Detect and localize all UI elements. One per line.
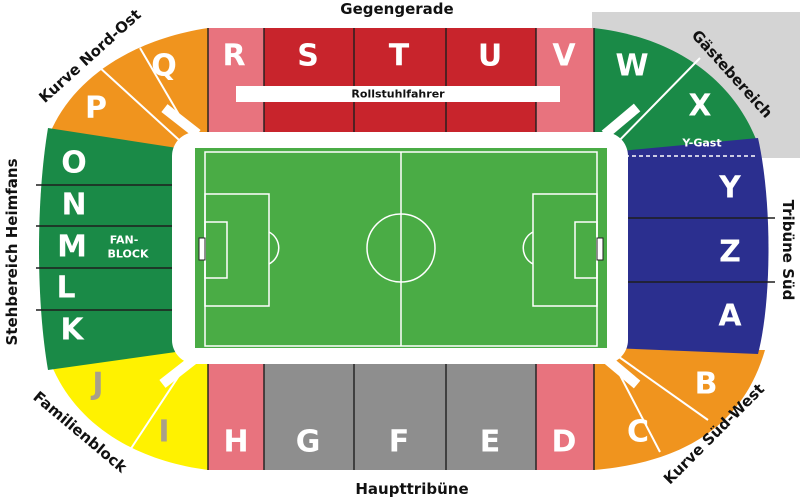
stand-label-left: Stehbereich Heimfans xyxy=(3,158,21,345)
block-bottom-F[interactable] xyxy=(354,360,446,470)
block-top-R[interactable] xyxy=(208,28,264,140)
block-top-T[interactable] xyxy=(354,28,446,140)
block-letter: K xyxy=(60,313,85,348)
block-right-south[interactable] xyxy=(610,138,769,354)
block-letter: Q xyxy=(151,49,177,84)
y-gast-label: Y-Gast xyxy=(681,137,721,150)
block-letter: D xyxy=(552,425,577,460)
stand-label-top: Gegengerade xyxy=(340,0,453,18)
block-letter: H xyxy=(223,425,248,460)
block-bottom-G[interactable] xyxy=(264,360,354,470)
block-letter: T xyxy=(389,39,410,74)
goal-left xyxy=(198,237,206,261)
stand-label-bottom: Haupttribüne xyxy=(355,480,468,498)
block-letter: P xyxy=(85,91,107,126)
block-letter: B xyxy=(695,367,718,402)
block-letter: F xyxy=(389,425,410,460)
wheelchair-bar[interactable] xyxy=(236,86,560,102)
block-top-V[interactable] xyxy=(536,28,594,140)
block-letter: V xyxy=(552,39,576,74)
block-letter: E xyxy=(480,425,501,460)
goal-right xyxy=(596,237,604,261)
block-letter: O xyxy=(61,146,87,181)
block-letter: W xyxy=(615,49,648,84)
block-bottom-H[interactable] xyxy=(208,360,264,470)
block-letter: N xyxy=(61,188,86,223)
block-letter: X xyxy=(688,89,711,124)
block-letter: C xyxy=(627,415,649,450)
block-letter: S xyxy=(297,39,319,74)
block-letter: U xyxy=(478,39,502,74)
block-bottom-D[interactable] xyxy=(536,360,594,470)
block-letter: I xyxy=(158,415,169,450)
block-letter: A xyxy=(718,299,742,334)
block-corner-top-left[interactable] xyxy=(48,28,208,156)
block-letter: R xyxy=(222,39,245,74)
block-corner-bottom-left[interactable] xyxy=(48,340,208,470)
block-top-S[interactable] xyxy=(264,28,354,140)
block-letter: J xyxy=(90,367,103,402)
block-letter: Z xyxy=(719,235,741,270)
block-top-U[interactable] xyxy=(446,28,536,140)
wheelchair-label: Rollstuhlfahrer xyxy=(351,88,445,101)
fan-block-label: FAN- xyxy=(110,234,139,247)
block-letter: M xyxy=(57,230,87,265)
stand-label-right: Tribüne Süd xyxy=(779,200,797,301)
block-letter: L xyxy=(56,271,75,306)
block-letter: G xyxy=(296,425,321,460)
block-letter: Y xyxy=(718,171,742,206)
fan-block-label: BLOCK xyxy=(108,248,149,261)
block-bottom-E[interactable] xyxy=(446,360,536,470)
